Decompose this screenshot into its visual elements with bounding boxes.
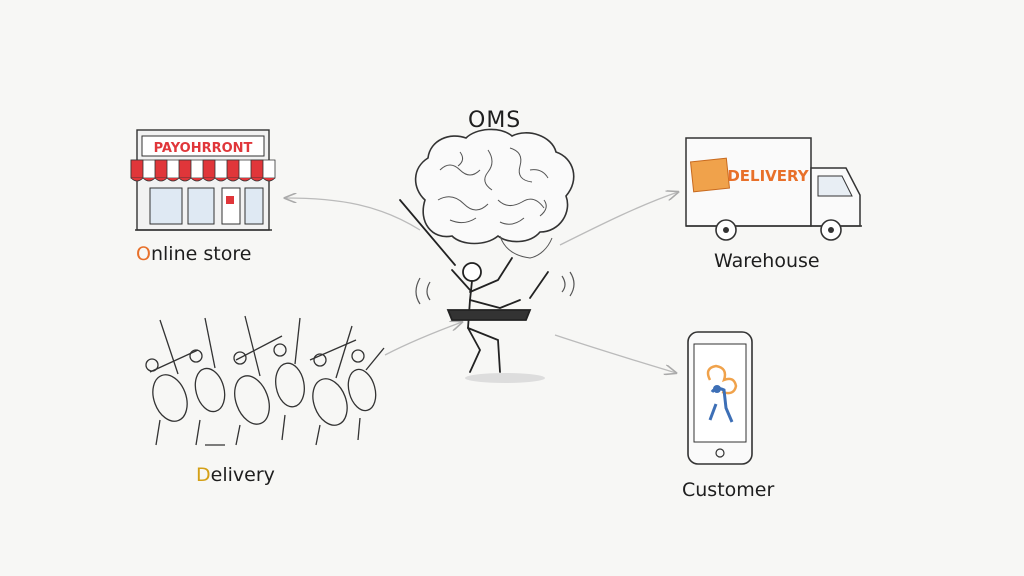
arrow-oms-to-customer (554, 334, 676, 373)
customer-label: Customer (682, 479, 775, 501)
online-store-label: Online store (136, 243, 251, 265)
online-store-label-rest: nline store (150, 243, 252, 265)
delivery-label-initial: D (196, 464, 211, 486)
orchestra-drawing (145, 315, 385, 446)
oms-title: OMS (468, 108, 522, 133)
delivery-label-rest: elivery (210, 464, 275, 486)
motion-lines (415, 271, 575, 305)
brain-icon (414, 128, 575, 259)
online-store-label-initial: O (136, 243, 151, 265)
delivery-truck-icon: DELIVERY (685, 137, 862, 241)
arrow-oms-to-warehouse (559, 192, 678, 246)
smartphone-icon (687, 331, 753, 465)
conductor-figure (399, 199, 549, 373)
storefront-icon: PAYOHRRONT (130, 129, 276, 231)
storefront-sign: PAYOHRRONT (154, 141, 253, 156)
conductor-shadow (465, 373, 545, 383)
warehouse-label: Warehouse (714, 250, 820, 272)
arrow-delivery-to-oms (384, 322, 462, 356)
arrow-oms-to-online-store (285, 198, 421, 231)
truck-delivery-text: DELIVERY (727, 167, 809, 185)
delivery-label: Delivery (196, 464, 275, 486)
